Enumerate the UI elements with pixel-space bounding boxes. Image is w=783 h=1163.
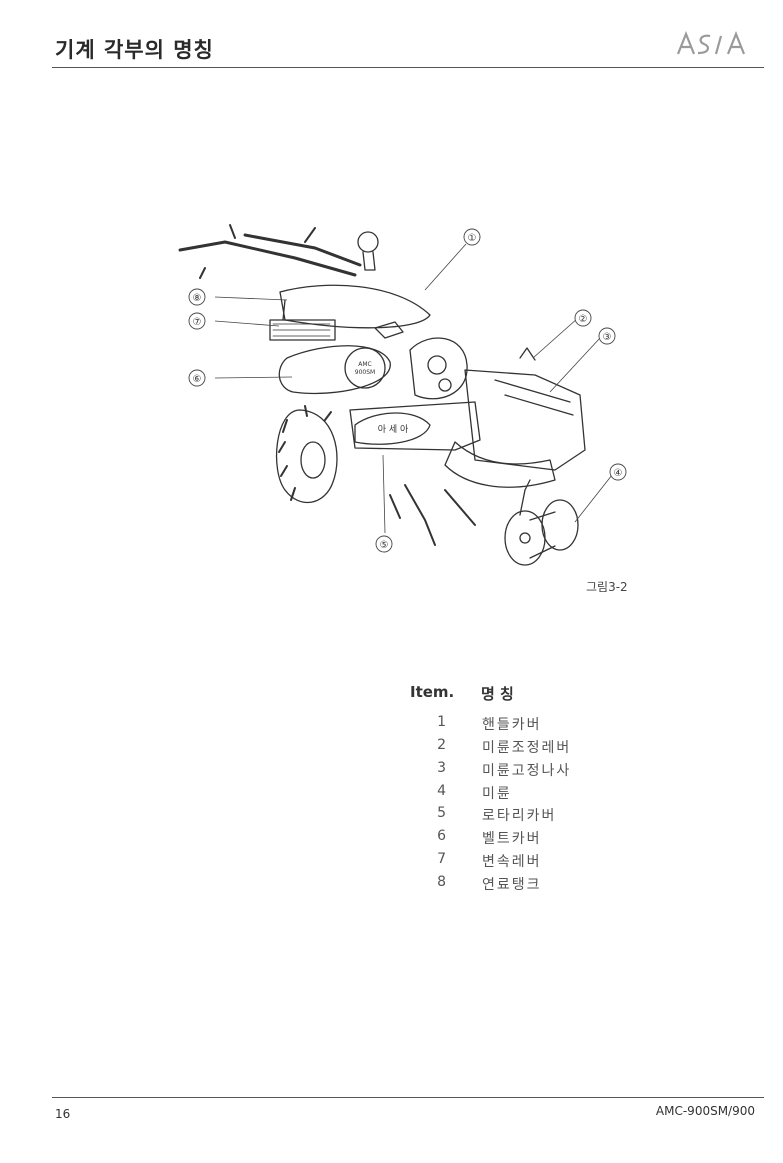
row-number: 2 bbox=[437, 737, 446, 753]
tiller-diagram: ① ② ③ ④ ⑤ ⑥ ⑦ ⑧ AMC 900SM 아 세 아 bbox=[178, 224, 627, 566]
callout-2: ② bbox=[579, 314, 588, 325]
column-header-name: 명 칭 bbox=[481, 685, 514, 703]
figure-caption: 그림3-2 bbox=[586, 580, 628, 594]
callout-6: ⑥ bbox=[193, 374, 202, 385]
row-number: 6 bbox=[437, 828, 446, 844]
callout-5: ⑤ bbox=[380, 540, 389, 551]
callout-3: ③ bbox=[603, 332, 612, 343]
row-number: 3 bbox=[437, 760, 446, 776]
callout-8: ⑧ bbox=[193, 293, 202, 304]
table-row: 5 로타리카버 bbox=[400, 805, 660, 825]
table-row: 4 미륜 bbox=[400, 783, 660, 803]
row-name: 핸들카버 bbox=[482, 717, 542, 733]
callout-leaders bbox=[214, 243, 613, 534]
table-row: 7 변속레버 bbox=[400, 851, 660, 871]
model-plate-line2: 900SM bbox=[355, 369, 375, 376]
cover-text: 아 세 아 bbox=[378, 424, 409, 435]
row-name: 연료탱크 bbox=[482, 877, 542, 893]
table-row: 1 핸들카버 bbox=[400, 714, 660, 734]
page-number: 16 bbox=[55, 1107, 71, 1121]
model-plate-line1: AMC bbox=[358, 361, 371, 368]
callout-4: ④ bbox=[614, 468, 623, 479]
row-name: 미륜조정레버 bbox=[482, 740, 572, 756]
row-number: 4 bbox=[437, 783, 446, 799]
page-title: 기계 각부의 명칭 bbox=[55, 38, 214, 62]
table-row: 2 미륜조정레버 bbox=[400, 737, 660, 757]
row-name: 로타리카버 bbox=[482, 808, 557, 824]
row-name: 미륜고정나사 bbox=[482, 763, 572, 779]
model-name: AMC-900SM/900 bbox=[655, 1104, 755, 1118]
callout-7: ⑦ bbox=[193, 317, 202, 328]
table-row: 6 벨트카버 bbox=[400, 828, 660, 848]
asia-logo bbox=[676, 31, 746, 55]
table-row: 3 미륜고정나사 bbox=[400, 760, 660, 780]
row-name: 미륜 bbox=[482, 786, 512, 802]
row-number: 8 bbox=[437, 874, 446, 890]
row-name: 벨트카버 bbox=[482, 831, 542, 847]
row-number: 1 bbox=[437, 714, 446, 730]
callout-markers bbox=[188, 228, 627, 553]
callout-1: ① bbox=[468, 233, 477, 244]
column-header-item: Item. bbox=[410, 683, 455, 701]
table-row: 8 연료탱크 bbox=[400, 874, 660, 894]
row-name: 변속레버 bbox=[482, 854, 542, 870]
row-number: 7 bbox=[437, 851, 446, 867]
row-number: 5 bbox=[437, 805, 446, 821]
footer-rule bbox=[52, 1097, 764, 1098]
header-rule bbox=[52, 67, 764, 68]
